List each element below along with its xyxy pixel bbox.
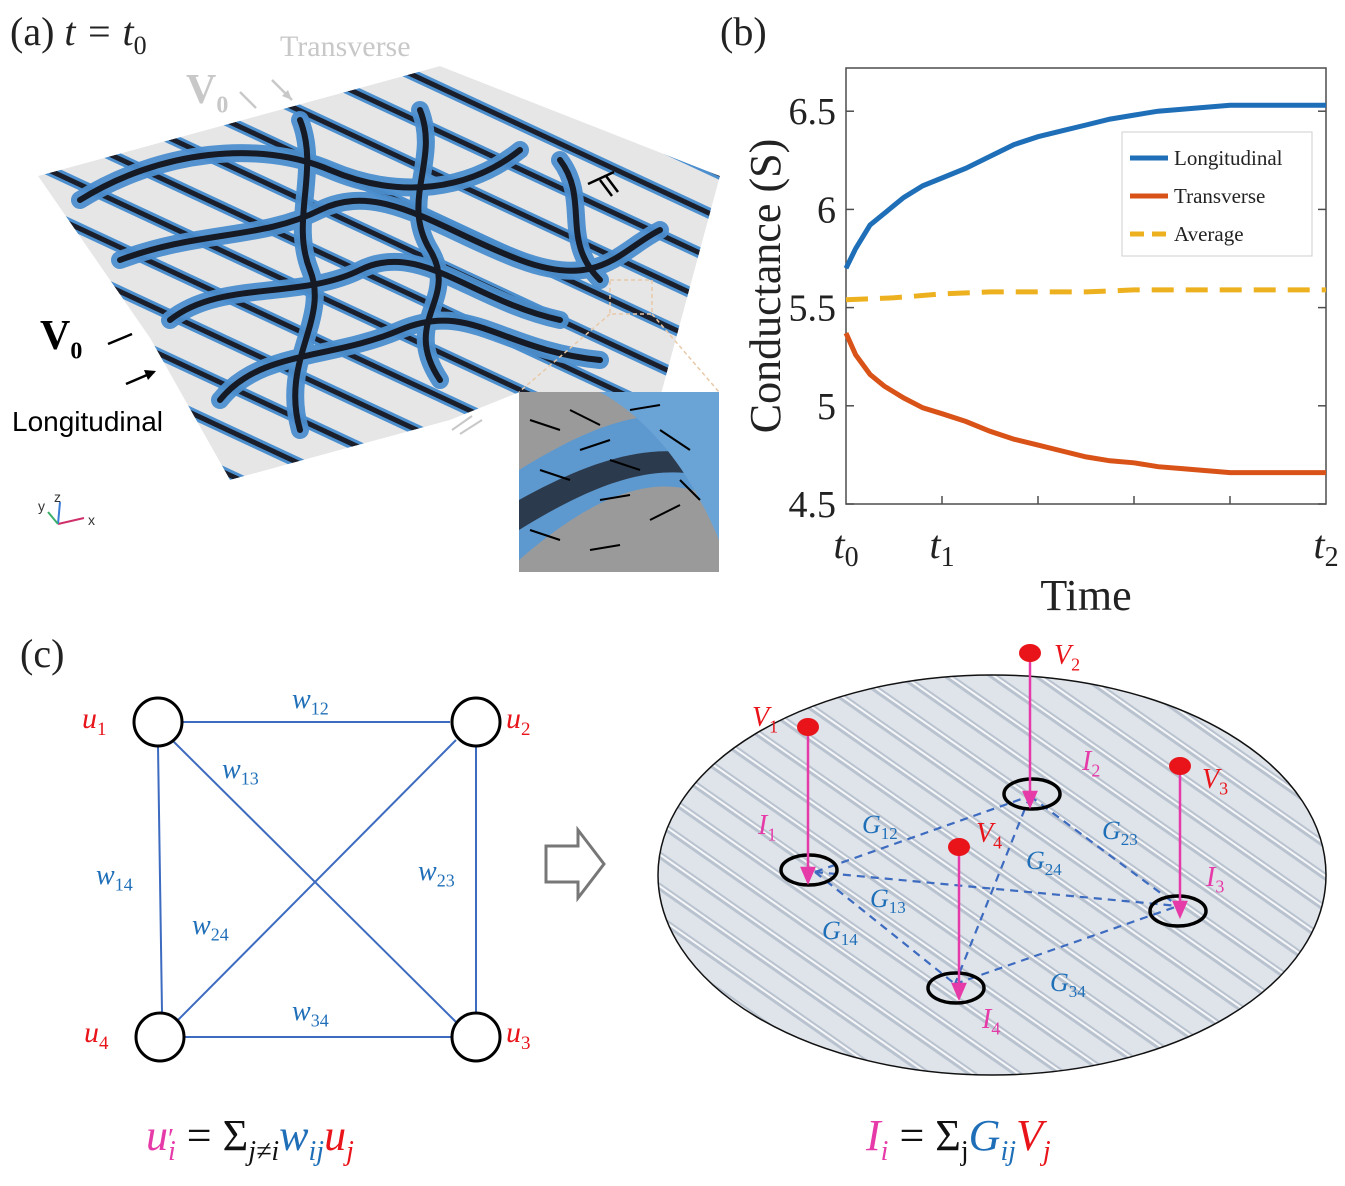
voltage-dot-3 [1169, 757, 1191, 775]
series-line-longitudinal [843, 102, 1326, 270]
label-I4: I4 [982, 1004, 1001, 1039]
node-u3 [450, 1011, 502, 1063]
g-edge-23 [1029, 795, 1179, 907]
y-tick-label: 4.5 [789, 484, 837, 526]
axis-triad [47, 501, 85, 525]
legend-label: Transverse [1174, 184, 1265, 208]
x-tick-label: t1 [929, 522, 954, 573]
label-u4: u4 [84, 1016, 109, 1054]
y-tick-label: 5 [817, 386, 836, 428]
x-axis-label: Time [1040, 571, 1131, 620]
electrode-2 [1002, 777, 1062, 811]
label-u3: u3 [506, 1016, 531, 1054]
longitudinal-label: Longitudinal [12, 406, 164, 437]
label-u2: u2 [506, 702, 531, 740]
edge-24 [177, 739, 457, 1021]
y-axis-label: Conductance (S) [741, 139, 790, 433]
node-u2 [450, 696, 502, 748]
terminal-mark-bottom [451, 415, 483, 435]
voltage-dot-1 [797, 718, 819, 736]
label-u1: u1 [82, 702, 107, 740]
voltage-dot-2 [1019, 644, 1041, 662]
label-w13: w13 [222, 754, 259, 789]
electrode-3 [1148, 894, 1208, 928]
panel-a-label: (a) t = t0 [10, 9, 147, 60]
y-tick-label: 5.5 [789, 288, 837, 330]
label-V2: V2 [1054, 640, 1081, 675]
equation-right: Ii = ΣjGijVj [866, 1111, 1051, 1167]
v0-top-label: V0 [186, 67, 229, 119]
panel-b-label: (b) [720, 9, 767, 54]
zoom-inset [519, 392, 719, 572]
y-tick-label: 6.5 [789, 91, 837, 133]
legend-label: Average [1174, 222, 1244, 246]
edge-13-line [171, 739, 457, 1023]
label-I3: I3 [1206, 862, 1225, 897]
transverse-label: Transverse [280, 30, 411, 63]
conductance-chart: 4.5 5 5.5 6 6.5 t0 t1 t2 LongitudinalTransvers… [741, 67, 1339, 620]
label-G34: G34 [1050, 968, 1086, 1002]
x-tick-label: t0 [833, 522, 858, 573]
label-G24: G24 [1026, 846, 1062, 880]
axis-y-label: y [38, 498, 45, 514]
labyrinth-pattern-surface [38, 66, 720, 480]
g-edge-34 [954, 904, 1179, 986]
g-edge-14 [814, 871, 956, 985]
time-equation: t = t0 [64, 9, 147, 60]
voltage-dot-4 [948, 838, 970, 856]
pattern-surface-figure [38, 66, 720, 572]
label-I2: I2 [1082, 746, 1101, 781]
series-line-average [845, 287, 1326, 303]
g-edge-24 [953, 795, 1032, 985]
label-w23: w23 [418, 856, 455, 891]
legend-label: Longitudinal [1174, 146, 1283, 170]
label-V3: V3 [1202, 764, 1229, 799]
plot-area [845, 67, 1327, 505]
network-diagram [132, 644, 1327, 1076]
node-u4 [134, 1011, 186, 1063]
axis-x-label: x [88, 512, 95, 528]
x-tick-label: t2 [1313, 522, 1338, 573]
panel-c-label: (c) [20, 631, 65, 676]
label-V4: V4 [976, 818, 1003, 853]
equation-left: u′i = Σj≠iwijuj [146, 1111, 354, 1167]
label-V1: V1 [752, 702, 779, 737]
vector-field-arrows [529, 404, 701, 551]
pattern-disk [657, 674, 1327, 1076]
label-w24: w24 [192, 910, 229, 945]
y-tick-label: 6 [817, 189, 836, 231]
node-u1 [132, 696, 184, 748]
terminal-mark-right [587, 170, 619, 197]
label-I1: I1 [758, 810, 777, 845]
g-edge-13 [814, 870, 1179, 908]
label-G14: G14 [822, 916, 858, 950]
series-line-transverse [843, 332, 1326, 476]
label-G12: G12 [862, 810, 898, 844]
v0-left-label: V0 [40, 313, 83, 365]
electrode-4 [926, 971, 986, 1005]
label-G23: G23 [1102, 816, 1138, 850]
label-G13: G13 [870, 884, 906, 918]
edge-14 [157, 745, 163, 1013]
zoom-selection-box [609, 279, 653, 315]
axis-z-label: z [54, 489, 61, 505]
g-edge-12 [814, 794, 1031, 874]
label-w14: w14 [96, 860, 133, 895]
label-w12: w12 [292, 684, 329, 719]
transform-arrow-icon [544, 825, 606, 903]
label-w34: w34 [292, 996, 329, 1031]
